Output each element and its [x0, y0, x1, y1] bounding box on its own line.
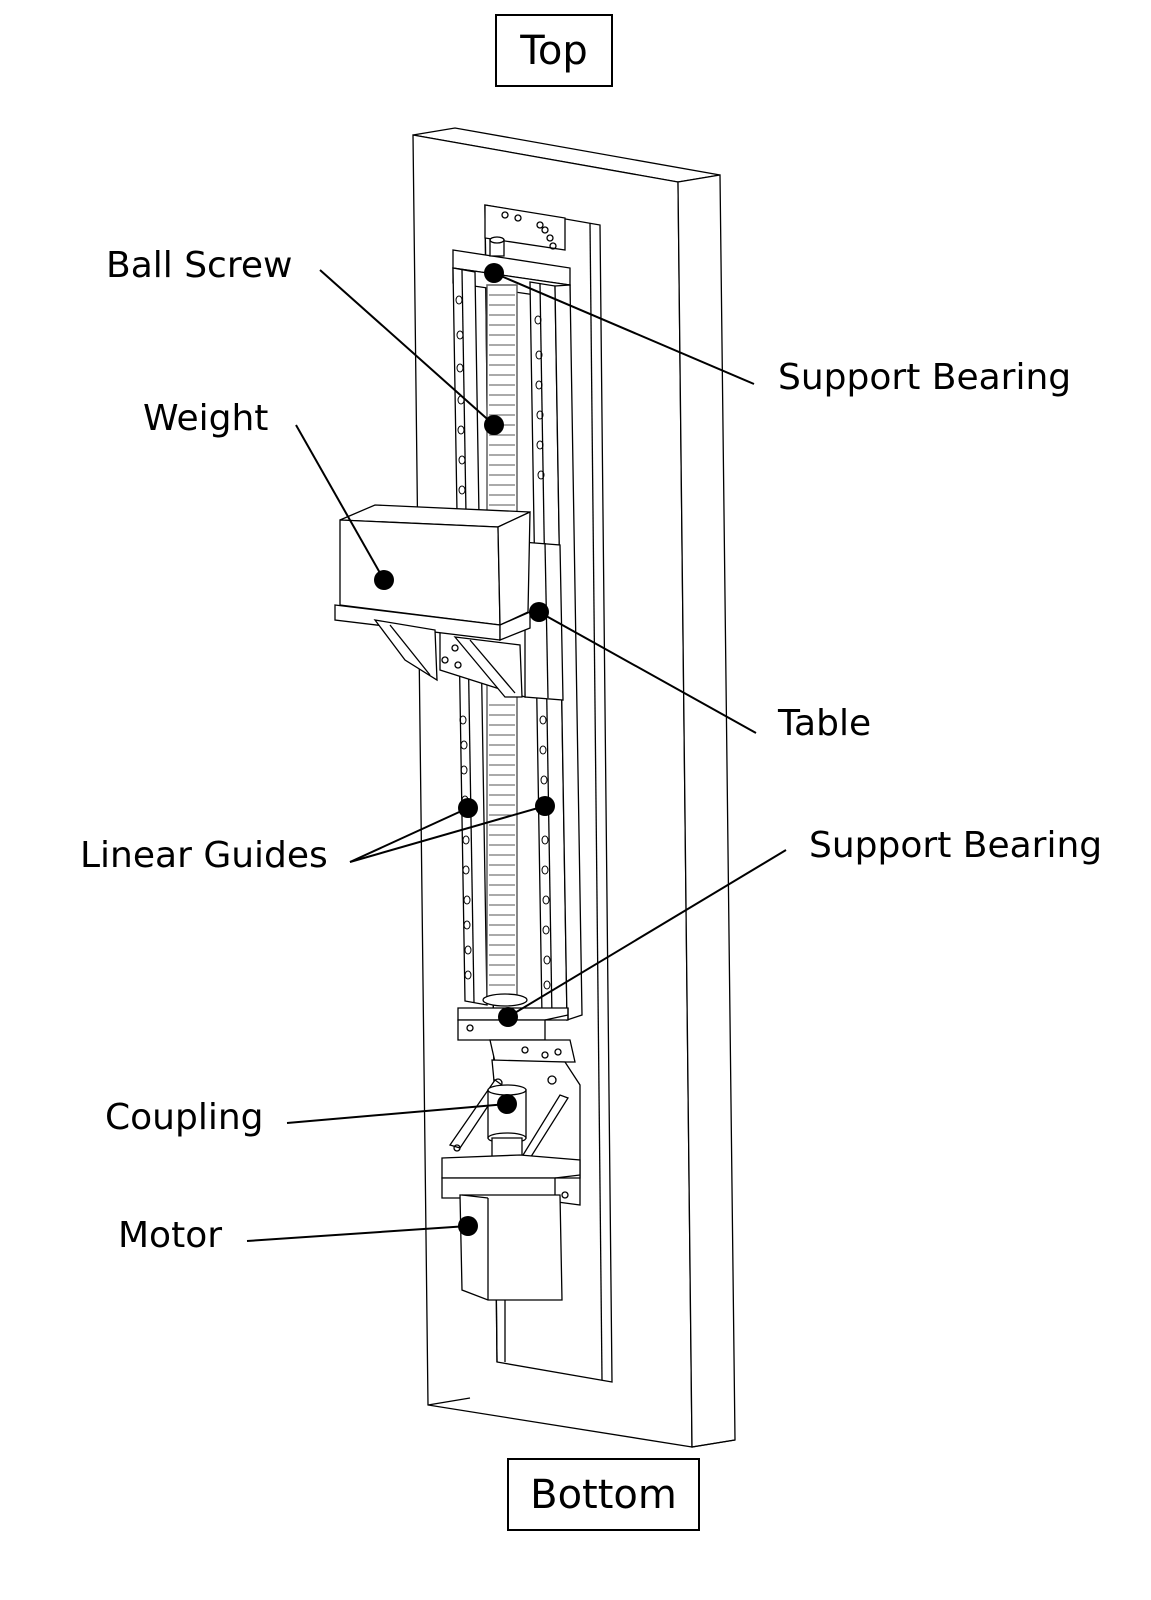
- support-bearing-top-leader: [494, 273, 754, 384]
- weight-dot: [374, 570, 394, 590]
- bottom-bearing-block: [458, 994, 575, 1062]
- table-leader: [539, 612, 756, 733]
- linear-guides-label: Linear Guides: [80, 835, 328, 876]
- table-dot: [529, 602, 549, 622]
- ball-screw-leader: [320, 270, 494, 425]
- linear-guide-dot-right: [535, 796, 555, 816]
- ball-screw-label: Ball Screw: [106, 245, 293, 286]
- motor-leader: [247, 1226, 468, 1241]
- motor-mount-bracket: [442, 1060, 580, 1205]
- motor-dot: [458, 1216, 478, 1236]
- motor-label: Motor: [118, 1215, 223, 1256]
- table-label: Table: [778, 703, 872, 744]
- rail-bolt-holes: [456, 296, 550, 989]
- weight-assembly: [335, 505, 530, 697]
- linear-guide-dot-left: [458, 798, 478, 818]
- support-bearing-bottom-leader: [508, 850, 786, 1017]
- weight-leader: [296, 425, 384, 580]
- motor-body: [460, 1195, 562, 1300]
- support-bearing-top-label: Support Bearing: [778, 357, 1072, 398]
- support-bearing-bottom-label: Support Bearing: [809, 825, 1103, 866]
- bottom-label: Bottom: [507, 1458, 700, 1531]
- top-label: Top: [495, 14, 613, 87]
- linear-guides-leader-left: [350, 808, 468, 862]
- weight-label: Weight: [143, 398, 269, 439]
- coupling-label: Coupling: [105, 1097, 264, 1138]
- coupling-leader: [287, 1104, 507, 1123]
- coupling-dot: [497, 1094, 517, 1114]
- support-bearing-bottom-dot: [498, 1007, 518, 1027]
- linear-guides-leader-right: [350, 806, 545, 862]
- ball-screw-dot: [484, 415, 504, 435]
- support-bearing-top-dot: [484, 263, 504, 283]
